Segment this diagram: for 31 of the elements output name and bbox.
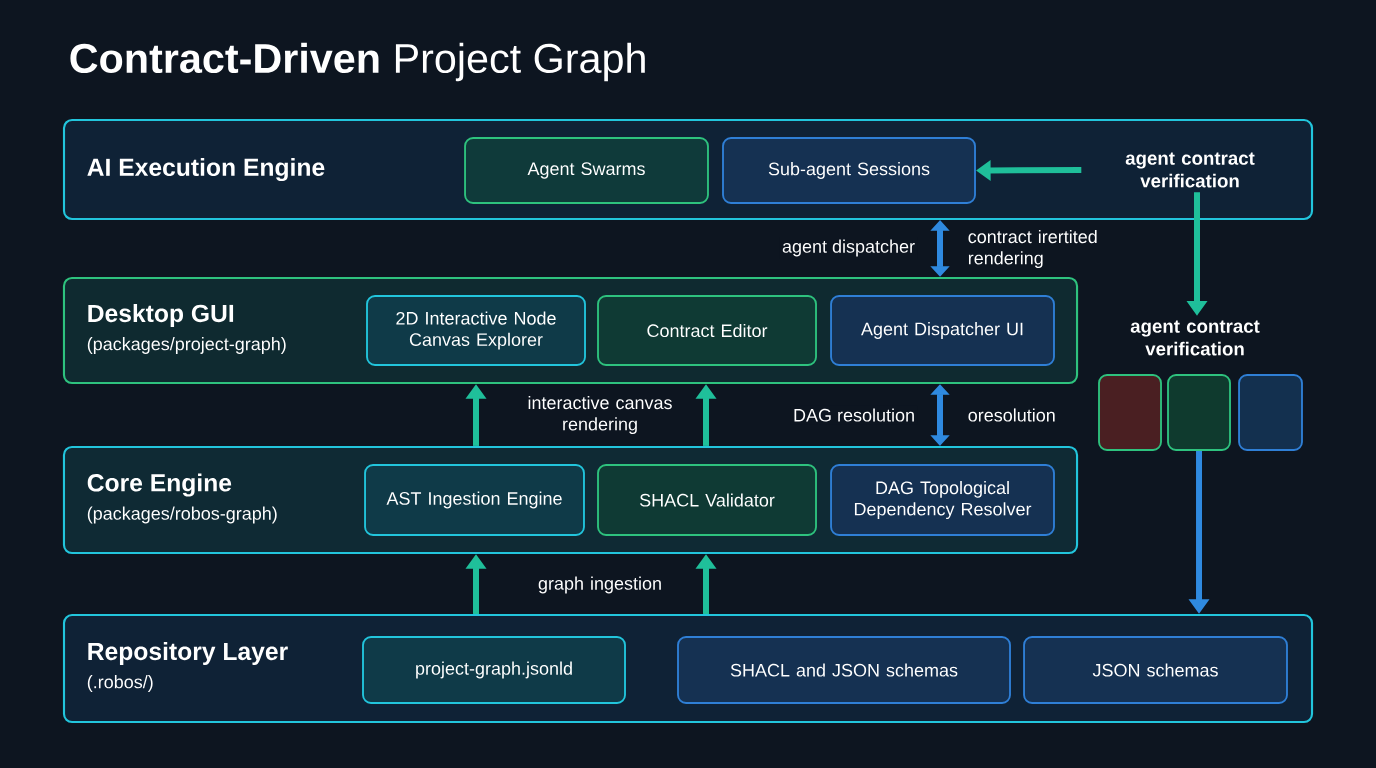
layer-title: Core Engine — [87, 473, 232, 497]
component-box: JSON schemas — [1023, 636, 1288, 704]
flow-label: interactive canvas rendering — [528, 395, 672, 435]
flow-label: graph ingestion — [538, 576, 661, 594]
edge-label: agent dispatcher — [779, 236, 918, 260]
component-box: Contract Editor — [597, 295, 817, 366]
layer-title: AI Execution Engine — [87, 157, 325, 182]
layer-title: Repository Layer — [88, 642, 288, 665]
component-box: Agent Swarms — [464, 137, 709, 204]
arrow — [930, 220, 950, 277]
flow-label: contract irertited rendering — [968, 229, 1097, 269]
tool-box — [1238, 374, 1303, 451]
title: Contract-Driven Project Graph — [70, 42, 645, 82]
flow-label: oresolution — [968, 408, 1055, 422]
arrow — [930, 384, 950, 446]
verification-label: agent contract verification — [1130, 320, 1260, 356]
component-box: Sub-agent Sessions — [722, 137, 976, 204]
package-path: (.robos/) — [87, 675, 153, 692]
tool-box — [1167, 374, 1231, 451]
component-box: 2D Interactive Node Canvas Explorer — [366, 295, 586, 366]
component-box: Agent Dispatcher UI — [830, 295, 1055, 366]
component-box: SHACL Validator — [597, 464, 817, 536]
component-box: AST Ingestion Engine — [364, 464, 585, 536]
tool-box — [1098, 374, 1162, 451]
layer-title: Desktop GUI — [88, 304, 234, 327]
package-path: (packages/robos-graph) — [87, 506, 277, 524]
package-path: (packages/project-graph) — [87, 337, 286, 354]
verification-label: agent contract verification — [1125, 152, 1255, 188]
component-box: project-graph.jsonld — [362, 636, 626, 704]
component-box: SHACL and JSON schemas — [677, 636, 1011, 704]
component-box: DAG Topological Dependency Resolver — [830, 464, 1055, 536]
